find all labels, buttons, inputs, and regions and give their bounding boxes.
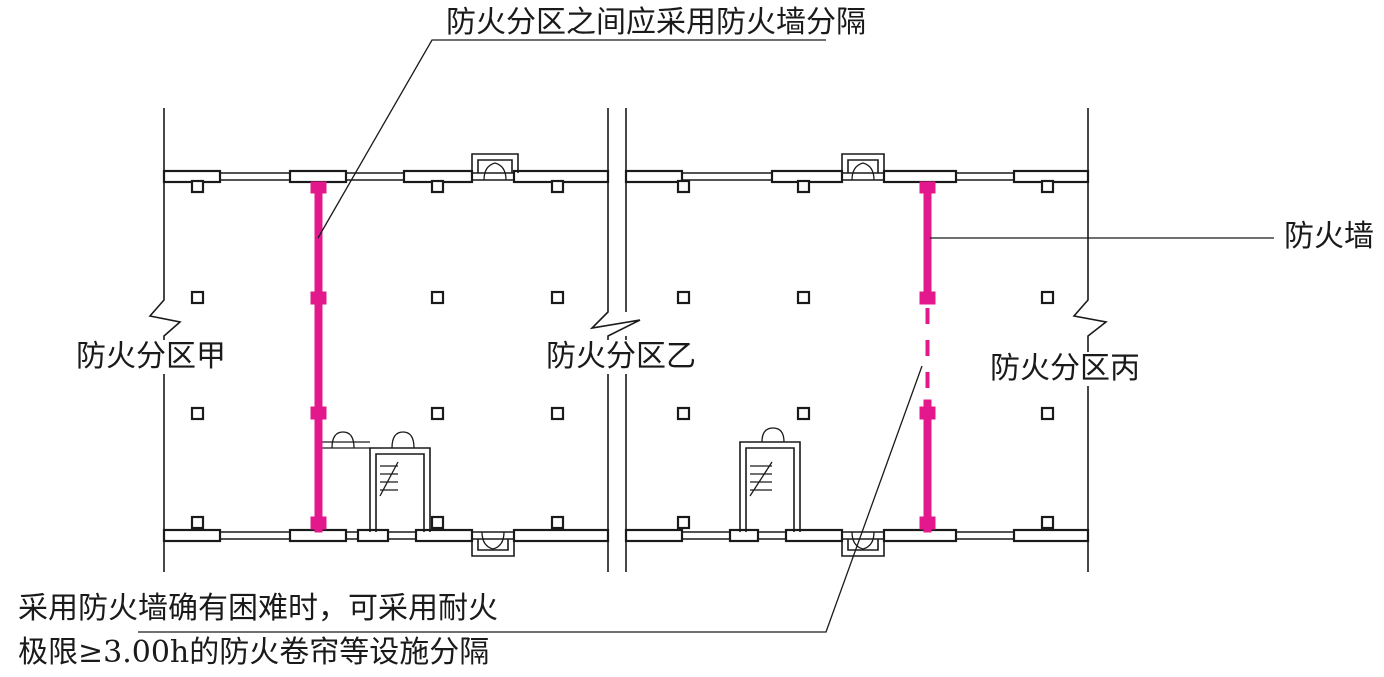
left-edge bbox=[148, 108, 182, 572]
firewall-a-b bbox=[310, 181, 327, 533]
zone-a-label: 防火分区甲 bbox=[76, 339, 226, 374]
door-vestibules bbox=[471, 153, 885, 557]
stairwells bbox=[318, 427, 801, 532]
columns bbox=[190, 179, 1055, 530]
top-note-label: 防火分区之间应采用防火墙分隔 bbox=[446, 5, 866, 40]
firewall-label: 防火墙 bbox=[1284, 219, 1374, 254]
leader-bottom-note bbox=[138, 365, 923, 633]
leader-top-note bbox=[317, 39, 826, 239]
bottom-note-line1: 采用防火墙确有困难时，可采用耐火 bbox=[18, 591, 498, 626]
joint-line-left bbox=[589, 108, 641, 572]
top-wall bbox=[162, 169, 1090, 184]
zone-b-label: 防火分区乙 bbox=[546, 339, 696, 374]
zone-c-label: 防火分区丙 bbox=[990, 351, 1140, 386]
leader-lines bbox=[138, 39, 1274, 633]
bottom-wall bbox=[162, 528, 1090, 543]
building-outline bbox=[148, 108, 1108, 572]
firewall-b-c bbox=[919, 181, 936, 533]
bottom-note-line2: 极限≥3.00h的防火卷帘等设施分隔 bbox=[18, 635, 490, 670]
